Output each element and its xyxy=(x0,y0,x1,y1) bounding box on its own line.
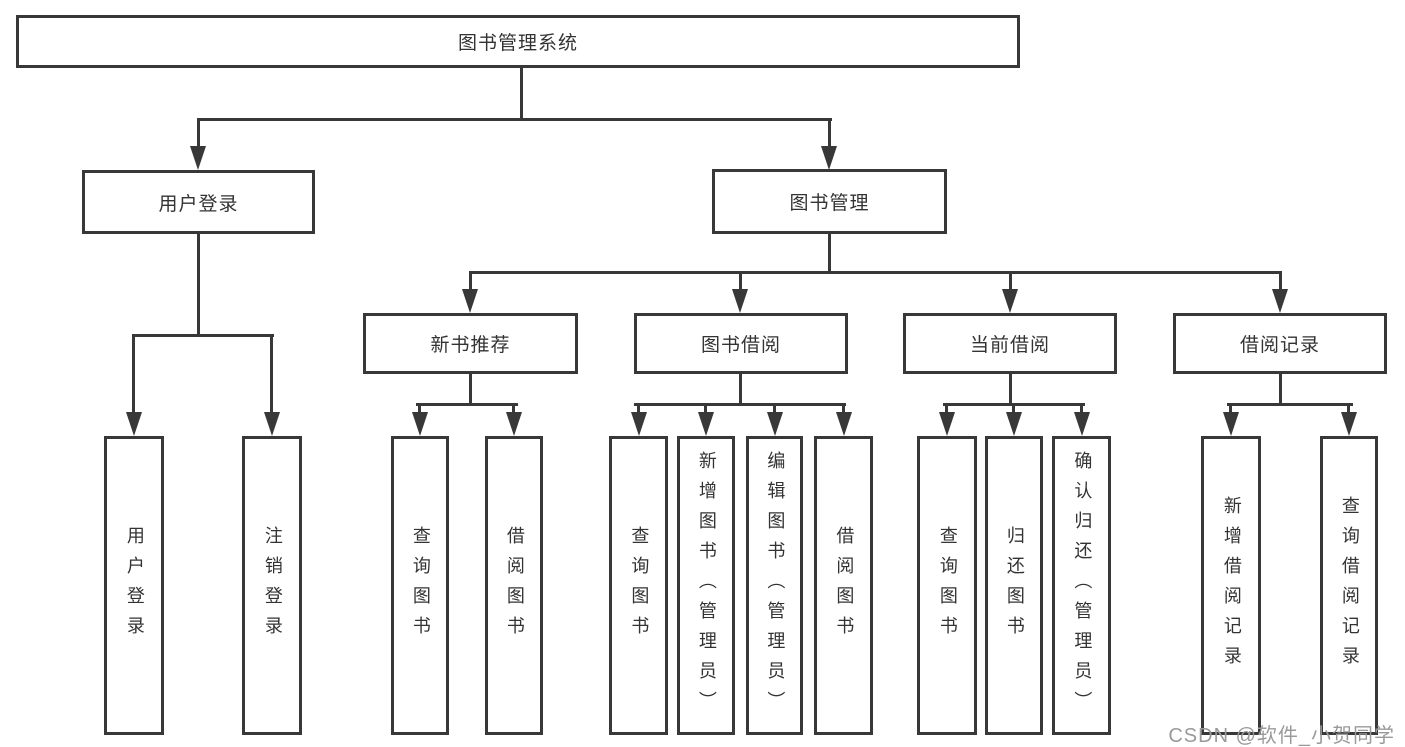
leaf-return-books-label: 归还图书 xyxy=(1004,525,1025,646)
arrow-down-icon xyxy=(1074,412,1090,436)
connector-new-book-stem xyxy=(469,373,472,405)
leaf-query-books-recommend: 查询图书 xyxy=(391,436,449,735)
arrow-down-icon xyxy=(462,289,478,313)
connector-book-borrow-hline xyxy=(634,403,846,406)
arrow-down-icon xyxy=(631,412,647,436)
arrow-down-icon xyxy=(264,412,280,436)
connector-stub xyxy=(704,404,707,414)
leaf-borrow-books-label: 借阅图书 xyxy=(834,525,855,646)
connector-book-borrow-stem xyxy=(739,373,742,405)
connector-stub xyxy=(945,404,948,414)
connector-borrow-record-stem xyxy=(1279,373,1282,405)
connector-stub xyxy=(1080,404,1083,414)
node-book-management-label: 图书管理 xyxy=(789,193,870,214)
arrow-down-icon xyxy=(939,412,955,436)
arrow-down-icon xyxy=(126,412,142,436)
connector-stub xyxy=(842,404,845,414)
connector-to-leaf-logout-vline xyxy=(270,334,273,414)
arrow-down-icon xyxy=(1002,289,1018,313)
node-borrowing-records: 借阅记录 xyxy=(1173,313,1387,374)
arrow-down-icon xyxy=(1341,412,1357,436)
leaf-query-borrow-record-label: 查询借阅记录 xyxy=(1339,495,1360,676)
leaf-add-books-admin: 新增图书（管理员） xyxy=(677,436,735,735)
connector-to-leaf-user-login-vline xyxy=(132,334,135,414)
arrow-down-icon xyxy=(767,412,783,436)
connector-stub xyxy=(1229,404,1232,414)
connector-level2-hline xyxy=(197,118,832,121)
node-user-login-label: 用户登录 xyxy=(158,193,239,215)
arrow-down-icon xyxy=(1272,289,1288,313)
leaf-borrow-books: 借阅图书 xyxy=(814,436,873,735)
node-root: 图书管理系统 xyxy=(16,15,1020,68)
leaf-add-books-admin-label: 新增图书（管理员） xyxy=(696,450,717,721)
leaf-logout-label: 注销登录 xyxy=(262,525,283,646)
arrow-down-icon xyxy=(698,412,714,436)
arrow-down-icon xyxy=(190,146,206,170)
arrow-down-icon xyxy=(732,289,748,313)
leaf-borrow-books-recommend-label: 借阅图书 xyxy=(504,525,525,646)
leaf-user-login: 用户登录 xyxy=(104,436,164,735)
connector-to-current-borrow-vline xyxy=(1009,271,1012,291)
node-book-management: 图书管理 xyxy=(712,169,947,234)
leaf-confirm-return-admin: 确认归还（管理员） xyxy=(1052,436,1111,735)
connector-stub xyxy=(637,404,640,414)
arrow-down-icon xyxy=(1006,412,1022,436)
leaf-user-login-label: 用户登录 xyxy=(124,525,145,646)
connector-borrow-record-hline xyxy=(1227,403,1353,406)
leaf-query-books-current: 查询图书 xyxy=(917,436,977,735)
node-current-borrowing: 当前借阅 xyxy=(903,313,1117,374)
connector-stub xyxy=(1347,404,1350,414)
node-user-login: 用户登录 xyxy=(82,170,315,234)
leaf-logout: 注销登录 xyxy=(242,436,302,735)
leaf-query-books-borrowing-label: 查询图书 xyxy=(629,525,650,646)
node-new-book-recommend: 新书推荐 xyxy=(363,313,578,374)
node-new-book-recommend-label: 新书推荐 xyxy=(430,335,511,356)
leaf-query-borrow-record: 查询借阅记录 xyxy=(1320,436,1378,735)
node-book-borrowing: 图书借阅 xyxy=(634,313,848,374)
leaf-confirm-return-admin-label: 确认归还（管理员） xyxy=(1072,450,1093,721)
watermark: CSDN @软件_小贺同学 xyxy=(1168,725,1395,747)
leaf-add-borrow-record-label: 新增借阅记录 xyxy=(1221,495,1242,676)
leaf-query-books-current-label: 查询图书 xyxy=(937,525,958,646)
connector-to-borrow-record-vline xyxy=(1279,271,1282,291)
connector-stub xyxy=(773,404,776,414)
leaf-edit-books-admin: 编辑图书（管理员） xyxy=(746,436,803,735)
connector-level3-hline xyxy=(469,271,1282,274)
connector-stub xyxy=(512,404,515,414)
leaf-return-books: 归还图书 xyxy=(985,436,1043,735)
arrow-down-icon xyxy=(836,412,852,436)
connector-stub xyxy=(418,404,421,414)
leaf-edit-books-admin-label: 编辑图书（管理员） xyxy=(765,450,786,721)
arrow-down-icon xyxy=(412,412,428,436)
connector-user-login-hline xyxy=(132,334,274,337)
leaf-borrow-books-recommend: 借阅图书 xyxy=(485,436,543,735)
connector-to-book-mgmt-vline xyxy=(828,118,831,148)
arrow-down-icon xyxy=(821,146,837,170)
leaf-query-books-recommend-label: 查询图书 xyxy=(410,525,431,646)
connector-user-login-stem xyxy=(197,233,200,336)
connector-stub xyxy=(1012,404,1015,414)
connector-to-new-book-vline xyxy=(469,271,472,291)
leaf-query-books-borrowing: 查询图书 xyxy=(609,436,668,735)
connector-root-stem xyxy=(520,68,523,121)
arrow-down-icon xyxy=(506,412,522,436)
leaf-add-borrow-record: 新增借阅记录 xyxy=(1201,436,1261,735)
node-root-label: 图书管理系统 xyxy=(457,33,578,54)
node-current-borrowing-label: 当前借阅 xyxy=(969,335,1050,356)
connector-to-user-login-vline xyxy=(197,118,200,148)
connector-book-mgmt-stem xyxy=(828,234,831,273)
node-book-borrowing-label: 图书借阅 xyxy=(700,335,781,356)
connector-to-book-borrow-vline xyxy=(739,271,742,291)
arrow-down-icon xyxy=(1223,412,1239,436)
connector-new-book-hline xyxy=(416,403,518,406)
connector-current-borrow-stem xyxy=(1009,373,1012,405)
node-borrowing-records-label: 借阅记录 xyxy=(1239,335,1320,356)
